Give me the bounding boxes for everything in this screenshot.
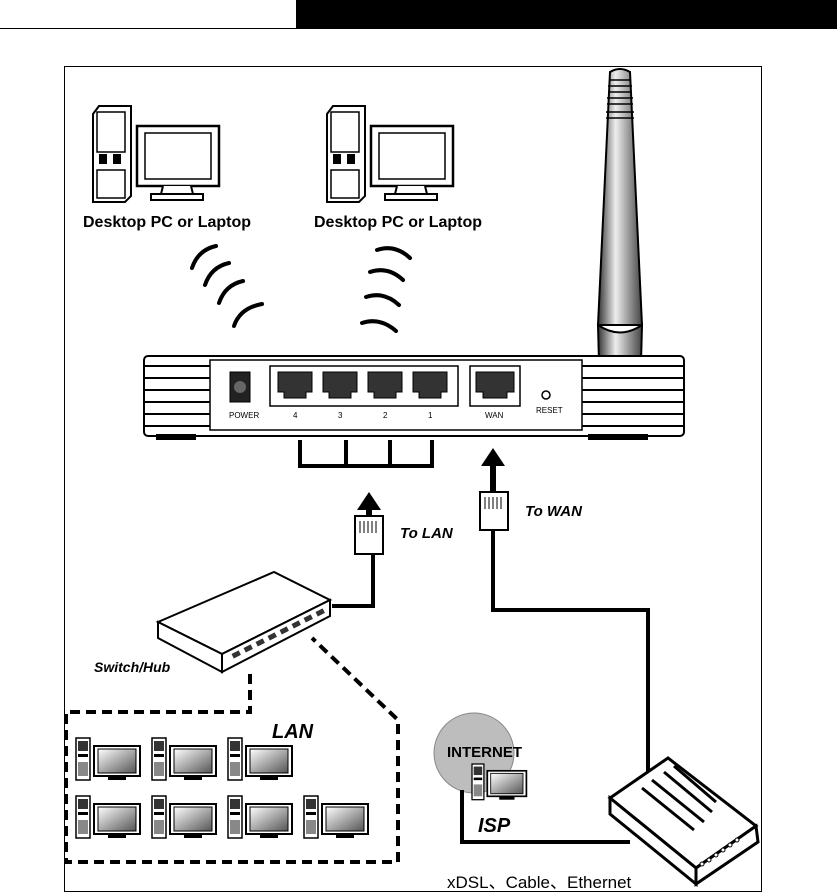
lan-pc-icon <box>76 796 140 838</box>
rj45-plug-icon <box>480 492 508 530</box>
wifi-waves-icon <box>192 246 262 326</box>
desktop-pc-icon <box>93 106 219 202</box>
pc-label-right: Desktop PC or Laptop <box>314 214 482 231</box>
lan-pc-icon <box>152 738 216 780</box>
to-wan-label: To WAN <box>525 503 583 520</box>
wifi-waves-icon <box>362 248 410 331</box>
lan-pc-icon <box>152 796 216 838</box>
port-label-lan-4: 4 <box>293 411 298 420</box>
router-icon <box>144 356 684 440</box>
pc-label-left: Desktop PC or Laptop <box>83 214 251 231</box>
lan-pc-icon <box>304 796 368 838</box>
footer-caption: xDSL、Cable、Ethernet <box>447 873 632 892</box>
to-lan-label: To LAN <box>400 525 454 542</box>
lan-pc-icon <box>228 796 292 838</box>
isp-label: ISP <box>478 815 511 837</box>
arrow-up-icon <box>481 448 505 466</box>
switch-hub-icon <box>158 572 330 672</box>
lan-bracket <box>300 440 432 466</box>
rj45-plug-icon <box>355 516 383 554</box>
lan-label: LAN <box>272 721 314 743</box>
port-label-lan-1: 1 <box>428 411 433 420</box>
modem-icon <box>610 758 758 884</box>
internet-label: INTERNET <box>447 744 522 761</box>
switch-hub-label: Switch/Hub <box>94 659 171 675</box>
port-label-power: POWER <box>229 411 259 420</box>
port-label-wan: WAN <box>485 411 504 420</box>
port-label-lan-3: 3 <box>338 411 343 420</box>
lan-pc-icon <box>76 738 140 780</box>
lan-computers <box>76 738 368 838</box>
lan-pc-icon <box>228 738 292 780</box>
desktop-pc-icon <box>327 106 453 202</box>
port-label-reset: RESET <box>536 406 563 415</box>
port-label-lan-2: 2 <box>383 411 388 420</box>
